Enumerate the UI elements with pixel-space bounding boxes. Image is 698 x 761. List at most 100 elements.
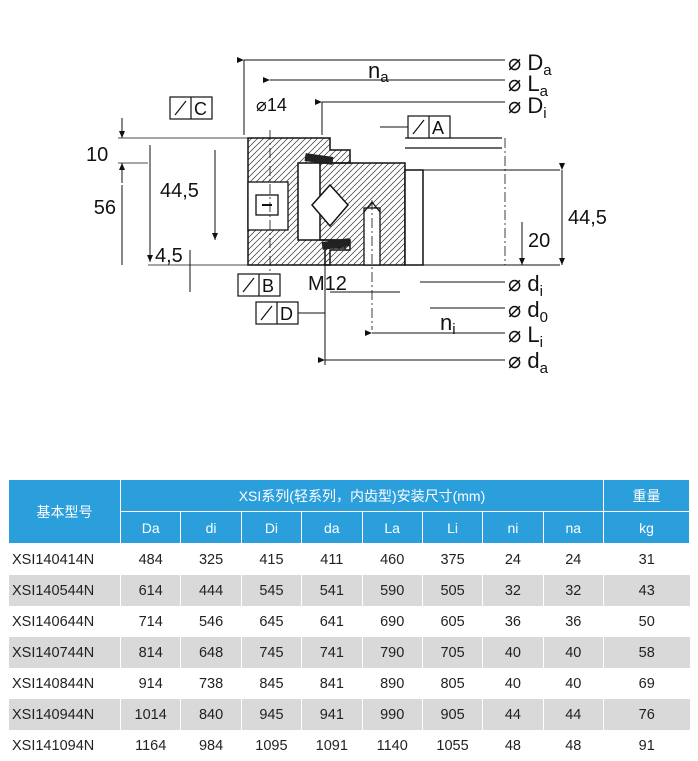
m12-label: M12 bbox=[308, 273, 347, 295]
value-cell: 43 bbox=[604, 575, 690, 606]
value-cell: 36 bbox=[483, 606, 543, 637]
dim445-right-label: 44,5 bbox=[568, 207, 607, 229]
model-cell: XSI140844N bbox=[9, 668, 121, 699]
diameter-label-3: ⌀ di bbox=[508, 271, 543, 300]
value-cell: 790 bbox=[362, 637, 422, 668]
model-cell: XSI140414N bbox=[9, 544, 121, 576]
value-cell: 484 bbox=[121, 544, 181, 576]
value-cell: 845 bbox=[241, 668, 301, 699]
value-cell: 805 bbox=[422, 668, 482, 699]
datum-d-label: D bbox=[280, 304, 293, 324]
value-cell: 645 bbox=[241, 606, 301, 637]
header-model: 基本型号 bbox=[9, 480, 121, 544]
value-cell: 545 bbox=[241, 575, 301, 606]
weight-unit-header: kg bbox=[604, 512, 690, 544]
value-cell: 24 bbox=[543, 544, 603, 576]
value-cell: 460 bbox=[362, 544, 422, 576]
value-cell: 741 bbox=[302, 637, 362, 668]
bearing-cross-section-drawing: na ni C A B D ⌀14 10 56 44,5 4,5 M12 20 … bbox=[0, 0, 698, 400]
value-cell: 590 bbox=[362, 575, 422, 606]
value-cell: 1095 bbox=[241, 730, 301, 761]
value-cell: 641 bbox=[302, 606, 362, 637]
value-cell: 48 bbox=[543, 730, 603, 761]
value-cell: 505 bbox=[422, 575, 482, 606]
value-cell: 745 bbox=[241, 637, 301, 668]
datum-c-label: C bbox=[194, 99, 207, 119]
na-label: na bbox=[368, 58, 389, 86]
value-cell: 40 bbox=[483, 668, 543, 699]
value-cell: 411 bbox=[302, 544, 362, 576]
column-header: di bbox=[181, 512, 241, 544]
value-cell: 444 bbox=[181, 575, 241, 606]
value-cell: 44 bbox=[483, 699, 543, 730]
value-cell: 605 bbox=[422, 606, 482, 637]
column-header: La bbox=[362, 512, 422, 544]
value-cell: 24 bbox=[483, 544, 543, 576]
value-cell: 941 bbox=[302, 699, 362, 730]
diameter-label-2: ⌀ Di bbox=[508, 93, 547, 122]
model-cell: XSI141094N bbox=[9, 730, 121, 761]
model-cell: XSI140644N bbox=[9, 606, 121, 637]
header-weight: 重量 bbox=[604, 480, 690, 512]
value-cell: 541 bbox=[302, 575, 362, 606]
value-cell: 1014 bbox=[121, 699, 181, 730]
dim20-label: 20 bbox=[528, 230, 550, 252]
header-group: XSI系列(轻系列，内齿型)安装尺寸(mm) bbox=[121, 480, 604, 512]
value-cell: 945 bbox=[241, 699, 301, 730]
value-cell: 91 bbox=[604, 730, 690, 761]
value-cell: 914 bbox=[121, 668, 181, 699]
value-cell: 1164 bbox=[121, 730, 181, 761]
right-diameter-labels: ⌀ Da⌀ La⌀ Di⌀ di⌀ d0⌀ Li⌀ da bbox=[508, 50, 552, 377]
value-cell: 32 bbox=[543, 575, 603, 606]
value-cell: 840 bbox=[181, 699, 241, 730]
value-cell: 31 bbox=[604, 544, 690, 576]
value-cell: 690 bbox=[362, 606, 422, 637]
model-cell: XSI140544N bbox=[9, 575, 121, 606]
value-cell: 984 bbox=[181, 730, 241, 761]
datum-b-label: B bbox=[262, 276, 274, 296]
value-cell: 990 bbox=[362, 699, 422, 730]
value-cell: 890 bbox=[362, 668, 422, 699]
column-header: ni bbox=[483, 512, 543, 544]
column-header: da bbox=[302, 512, 362, 544]
column-header: Li bbox=[422, 512, 482, 544]
dim10-label: 10 bbox=[86, 144, 108, 166]
dim56-label: 56 bbox=[94, 197, 116, 219]
dia14-label: ⌀14 bbox=[256, 95, 287, 115]
diameter-label-6: ⌀ da bbox=[508, 348, 549, 377]
value-cell: 40 bbox=[483, 637, 543, 668]
value-cell: 714 bbox=[121, 606, 181, 637]
column-header: na bbox=[543, 512, 603, 544]
value-cell: 58 bbox=[604, 637, 690, 668]
dim45-label: 4,5 bbox=[155, 245, 183, 267]
dim445-left-label: 44,5 bbox=[160, 180, 199, 202]
value-cell: 614 bbox=[121, 575, 181, 606]
value-cell: 40 bbox=[543, 637, 603, 668]
column-header: Da bbox=[121, 512, 181, 544]
ni-label: ni bbox=[440, 310, 456, 338]
value-cell: 1055 bbox=[422, 730, 482, 761]
value-cell: 814 bbox=[121, 637, 181, 668]
value-cell: 36 bbox=[543, 606, 603, 637]
value-cell: 375 bbox=[422, 544, 482, 576]
model-cell: XSI140744N bbox=[9, 637, 121, 668]
value-cell: 32 bbox=[483, 575, 543, 606]
value-cell: 69 bbox=[604, 668, 690, 699]
value-cell: 415 bbox=[241, 544, 301, 576]
value-cell: 546 bbox=[181, 606, 241, 637]
value-cell: 40 bbox=[543, 668, 603, 699]
gear-teeth bbox=[405, 170, 423, 265]
model-cell: XSI140944N bbox=[9, 699, 121, 730]
datum-a-label: A bbox=[432, 118, 444, 138]
value-cell: 905 bbox=[422, 699, 482, 730]
value-cell: 705 bbox=[422, 637, 482, 668]
value-cell: 1091 bbox=[302, 730, 362, 761]
value-cell: 44 bbox=[543, 699, 603, 730]
